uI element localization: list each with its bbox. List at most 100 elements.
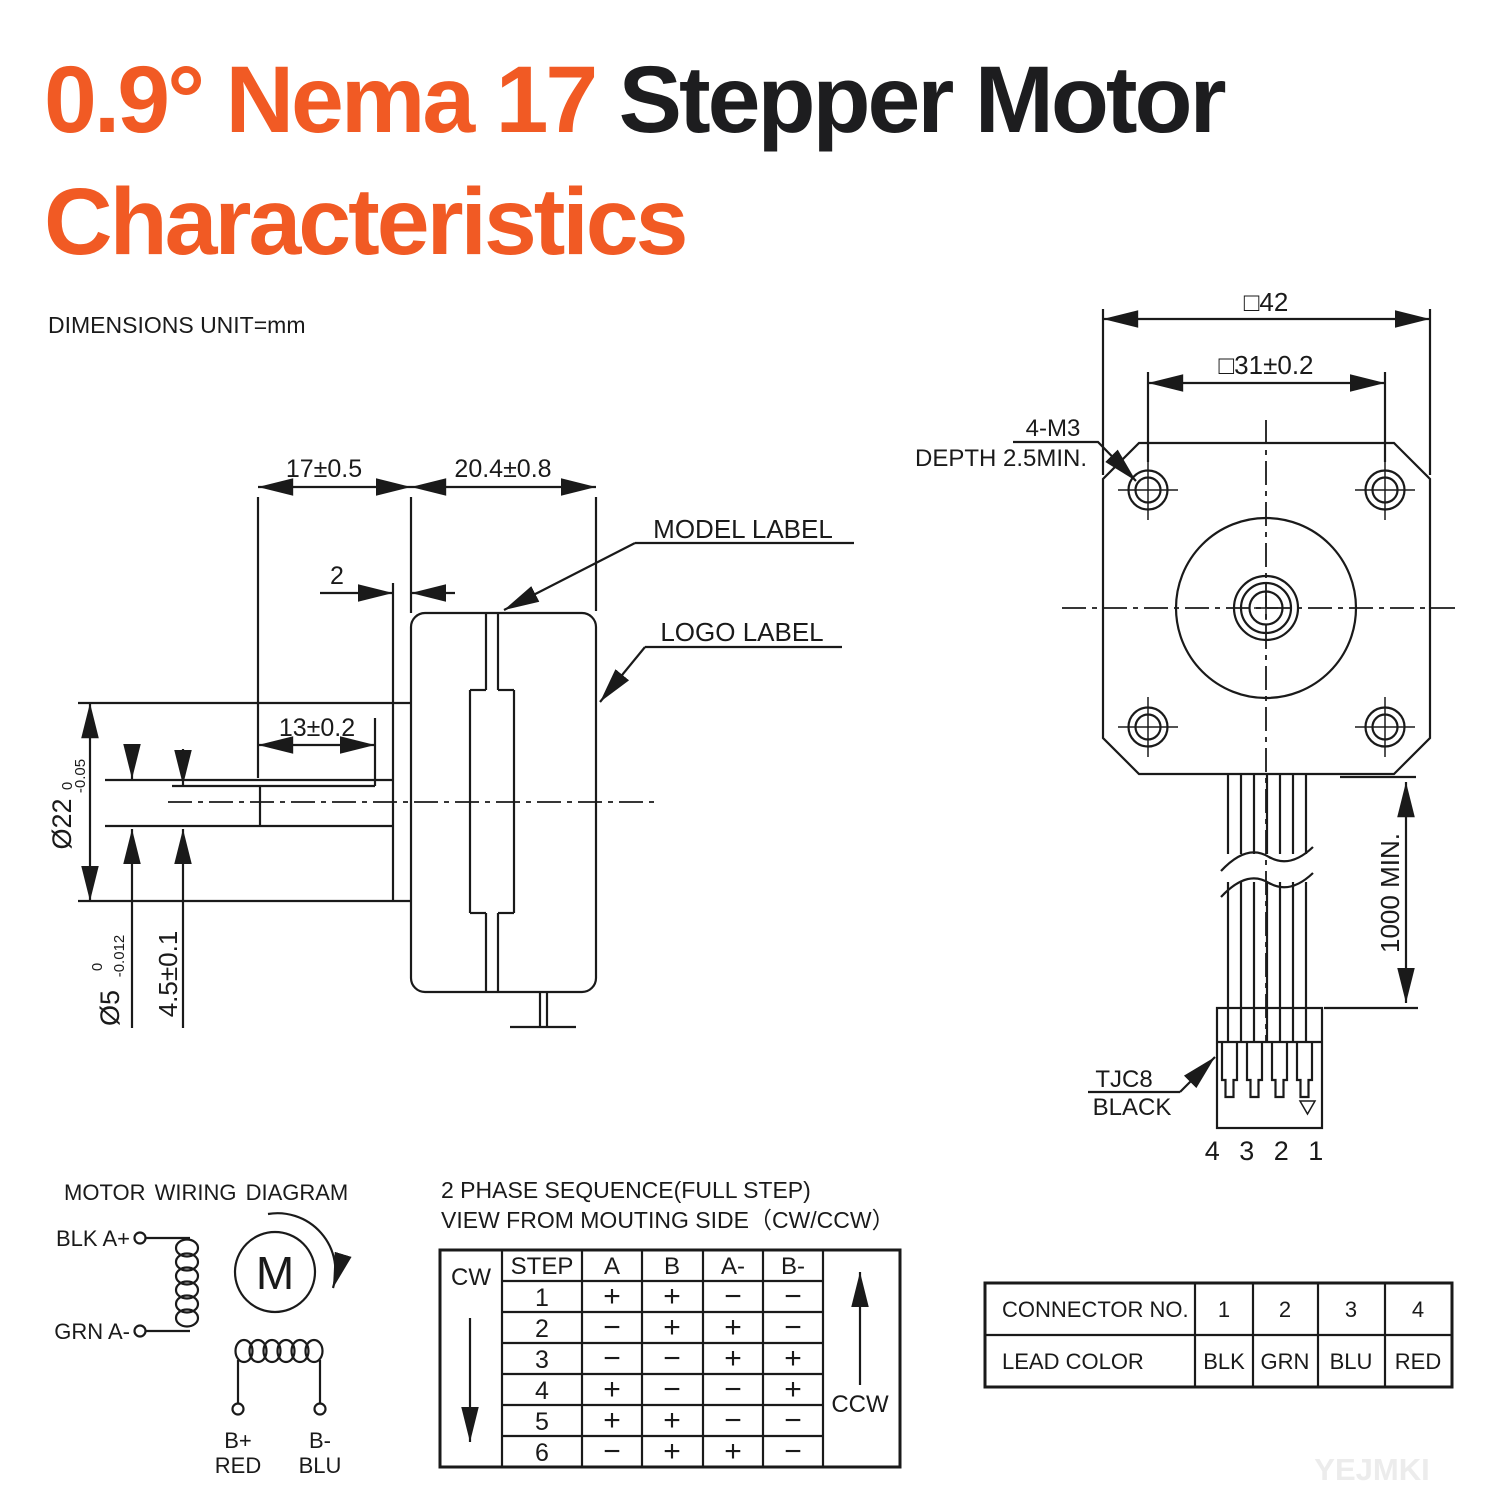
wiring-title: MOTOR WIRING DIAGRAM — [64, 1180, 348, 1205]
callout-depth: DEPTH 2.5MIN. — [915, 445, 1087, 472]
phase-cell: 1 — [535, 1284, 549, 1312]
dim-text-o5: Ø5 — [95, 990, 125, 1026]
phase-cell: − — [663, 1342, 681, 1375]
lead-color-label: LEAD COLOR — [1002, 1349, 1144, 1374]
dim-shaft-dia: Ø5 0 -0.012 — [89, 743, 141, 1028]
dim-text-o5-sub: -0.012 — [111, 935, 128, 978]
rotation-arrow-icon — [267, 1212, 352, 1289]
dim-boss-dia: Ø22 0 -0.05 — [47, 703, 99, 901]
front-face-outline — [1101, 441, 1432, 776]
phase-cell: + — [784, 1342, 802, 1375]
lead-color-3: BLU — [1330, 1349, 1373, 1374]
phase-cell: − — [603, 1311, 621, 1344]
wiring-diagram: MOTOR WIRING DIAGRAM BLK A+ GRN A- M — [54, 1180, 352, 1478]
title-line-2: Characteristics — [44, 162, 1224, 284]
title-accent-2: Characteristics — [44, 168, 688, 275]
cw-label: CW — [451, 1264, 491, 1291]
ccw-label: CCW — [831, 1391, 889, 1418]
connector-drawing: 4 3 2 1 — [1205, 1006, 1330, 1166]
page-title: 0.9° Nema 17 Stepper Motor Characteristi… — [44, 40, 1227, 284]
phase-cell: − — [603, 1342, 621, 1375]
dim-text-204: 20.4±0.8 — [454, 455, 551, 483]
logo-label-text: LOGO LABEL — [660, 617, 823, 647]
connector-no-label: CONNECTOR NO. — [1002, 1297, 1189, 1322]
pilot-boss — [78, 583, 411, 903]
dim-boss-thickness: 2 — [320, 562, 455, 602]
coil-a-icon — [174, 1238, 200, 1328]
phase-cell: − — [724, 1373, 742, 1406]
logo-label-callout: LOGO LABEL — [599, 617, 842, 703]
rear-pin — [510, 992, 576, 1029]
phase-cell: + — [603, 1280, 621, 1313]
dim-text-42: □42 — [1244, 287, 1289, 317]
polarity-triangle-icon — [1298, 1100, 1317, 1116]
phase-cell: − — [724, 1280, 742, 1313]
phase-cell: 2 — [535, 1315, 549, 1343]
dim-flat-length: 13±0.2 — [258, 714, 375, 754]
phase-cell: − — [784, 1311, 802, 1344]
model-label-text: MODEL LABEL — [653, 514, 833, 544]
phase-cell: − — [784, 1435, 802, 1468]
dim-text-o22: Ø22 — [47, 798, 77, 849]
pin-numbers-text: 4 3 2 1 — [1205, 1136, 1330, 1166]
dim-text-o22-sub: -0.05 — [72, 759, 89, 793]
phase-cell: + — [724, 1342, 742, 1375]
cable-break-mark — [1220, 846, 1314, 872]
terminal-b-plus-label: B+ — [224, 1428, 252, 1453]
phase-cell: 6 — [535, 1439, 549, 1467]
phase-cell: + — [603, 1373, 621, 1406]
dim-text-o22-sup: 0 — [59, 782, 76, 790]
dim-text-o5-sup: 0 — [89, 963, 106, 971]
phase-cell: + — [603, 1404, 621, 1437]
lead-color-1: BLK — [1203, 1349, 1245, 1374]
terminal-a-plus-label: BLK A+ — [56, 1226, 130, 1251]
dim-hole-spacing: □31±0.2 — [1146, 350, 1387, 462]
phase-title-1: 2 PHASE SEQUENCE(FULL STEP) — [441, 1177, 811, 1203]
dim-text-2: 2 — [330, 562, 344, 590]
phase-cell: 3 — [535, 1346, 549, 1374]
header-b-minus: B- — [781, 1253, 805, 1280]
connector-no-4: 4 — [1412, 1297, 1424, 1322]
coil-b-icon — [234, 1338, 324, 1364]
dim-text-31: □31±0.2 — [1218, 350, 1313, 380]
terminal-b-plus-dot — [231, 1402, 245, 1416]
phase-title-2: VIEW FROM MOUTING SIDE（CW/CCW） — [441, 1207, 895, 1233]
dim-text-1000: 1000 MIN. — [1375, 833, 1405, 953]
shaft-outline — [105, 718, 393, 828]
dim-frame-size: □42 — [1101, 287, 1432, 475]
terminal-a-plus-dot — [133, 1231, 147, 1245]
phase-table-headers: STEP A B A- B- — [511, 1253, 805, 1280]
terminal-a-minus-label: GRN A- — [54, 1319, 130, 1344]
phase-cell: − — [784, 1404, 802, 1437]
phase-cell: + — [663, 1404, 681, 1437]
phase-cell: 4 — [535, 1377, 549, 1405]
header-a: A — [604, 1253, 620, 1280]
terminal-b-minus-dot — [313, 1402, 327, 1416]
connector-callout: TJC8 BLACK — [1088, 1056, 1216, 1121]
phase-cell: + — [724, 1311, 742, 1344]
connector-table: CONNECTOR NO. 1 2 3 4 LEAD COLOR BLK GRN… — [983, 1281, 1454, 1389]
phase-cell: − — [784, 1280, 802, 1313]
title-accent-1: 0.9° Nema 17 — [44, 47, 598, 153]
phase-cell: + — [663, 1311, 681, 1344]
terminal-b-minus-color: BLU — [299, 1453, 342, 1478]
lead-color-2: GRN — [1261, 1349, 1310, 1374]
terminal-b-minus-label: B- — [309, 1428, 331, 1453]
callout-tjc8: TJC8 — [1095, 1066, 1152, 1093]
phase-table-cells: 1++−−2−++−3−−++4+−−+5++−−6−++− — [535, 1280, 802, 1468]
header-a-minus: A- — [721, 1253, 745, 1280]
ribbon-cable — [1220, 774, 1314, 1042]
dim-flat-depth: 4.5±0.1 — [153, 749, 192, 1028]
dim-body-length: 20.4±0.8 — [411, 455, 598, 611]
phase-table-grid — [438, 1248, 902, 1469]
front-view-drawing: □42 □31±0.2 4-M3 DEPTH 2.5MIN. — [915, 287, 1460, 1166]
mount-hole-callout: 4-M3 DEPTH 2.5MIN. — [915, 415, 1137, 482]
dim-text-17: 17±0.5 — [286, 455, 362, 483]
callout-black: BLACK — [1093, 1094, 1172, 1121]
phase-cell: − — [603, 1435, 621, 1468]
dim-cable-length: 1000 MIN. — [1324, 775, 1418, 1010]
motor-symbol-circle — [233, 1230, 317, 1314]
model-label-callout: MODEL LABEL — [503, 514, 854, 611]
lead-color-4: RED — [1395, 1349, 1441, 1374]
